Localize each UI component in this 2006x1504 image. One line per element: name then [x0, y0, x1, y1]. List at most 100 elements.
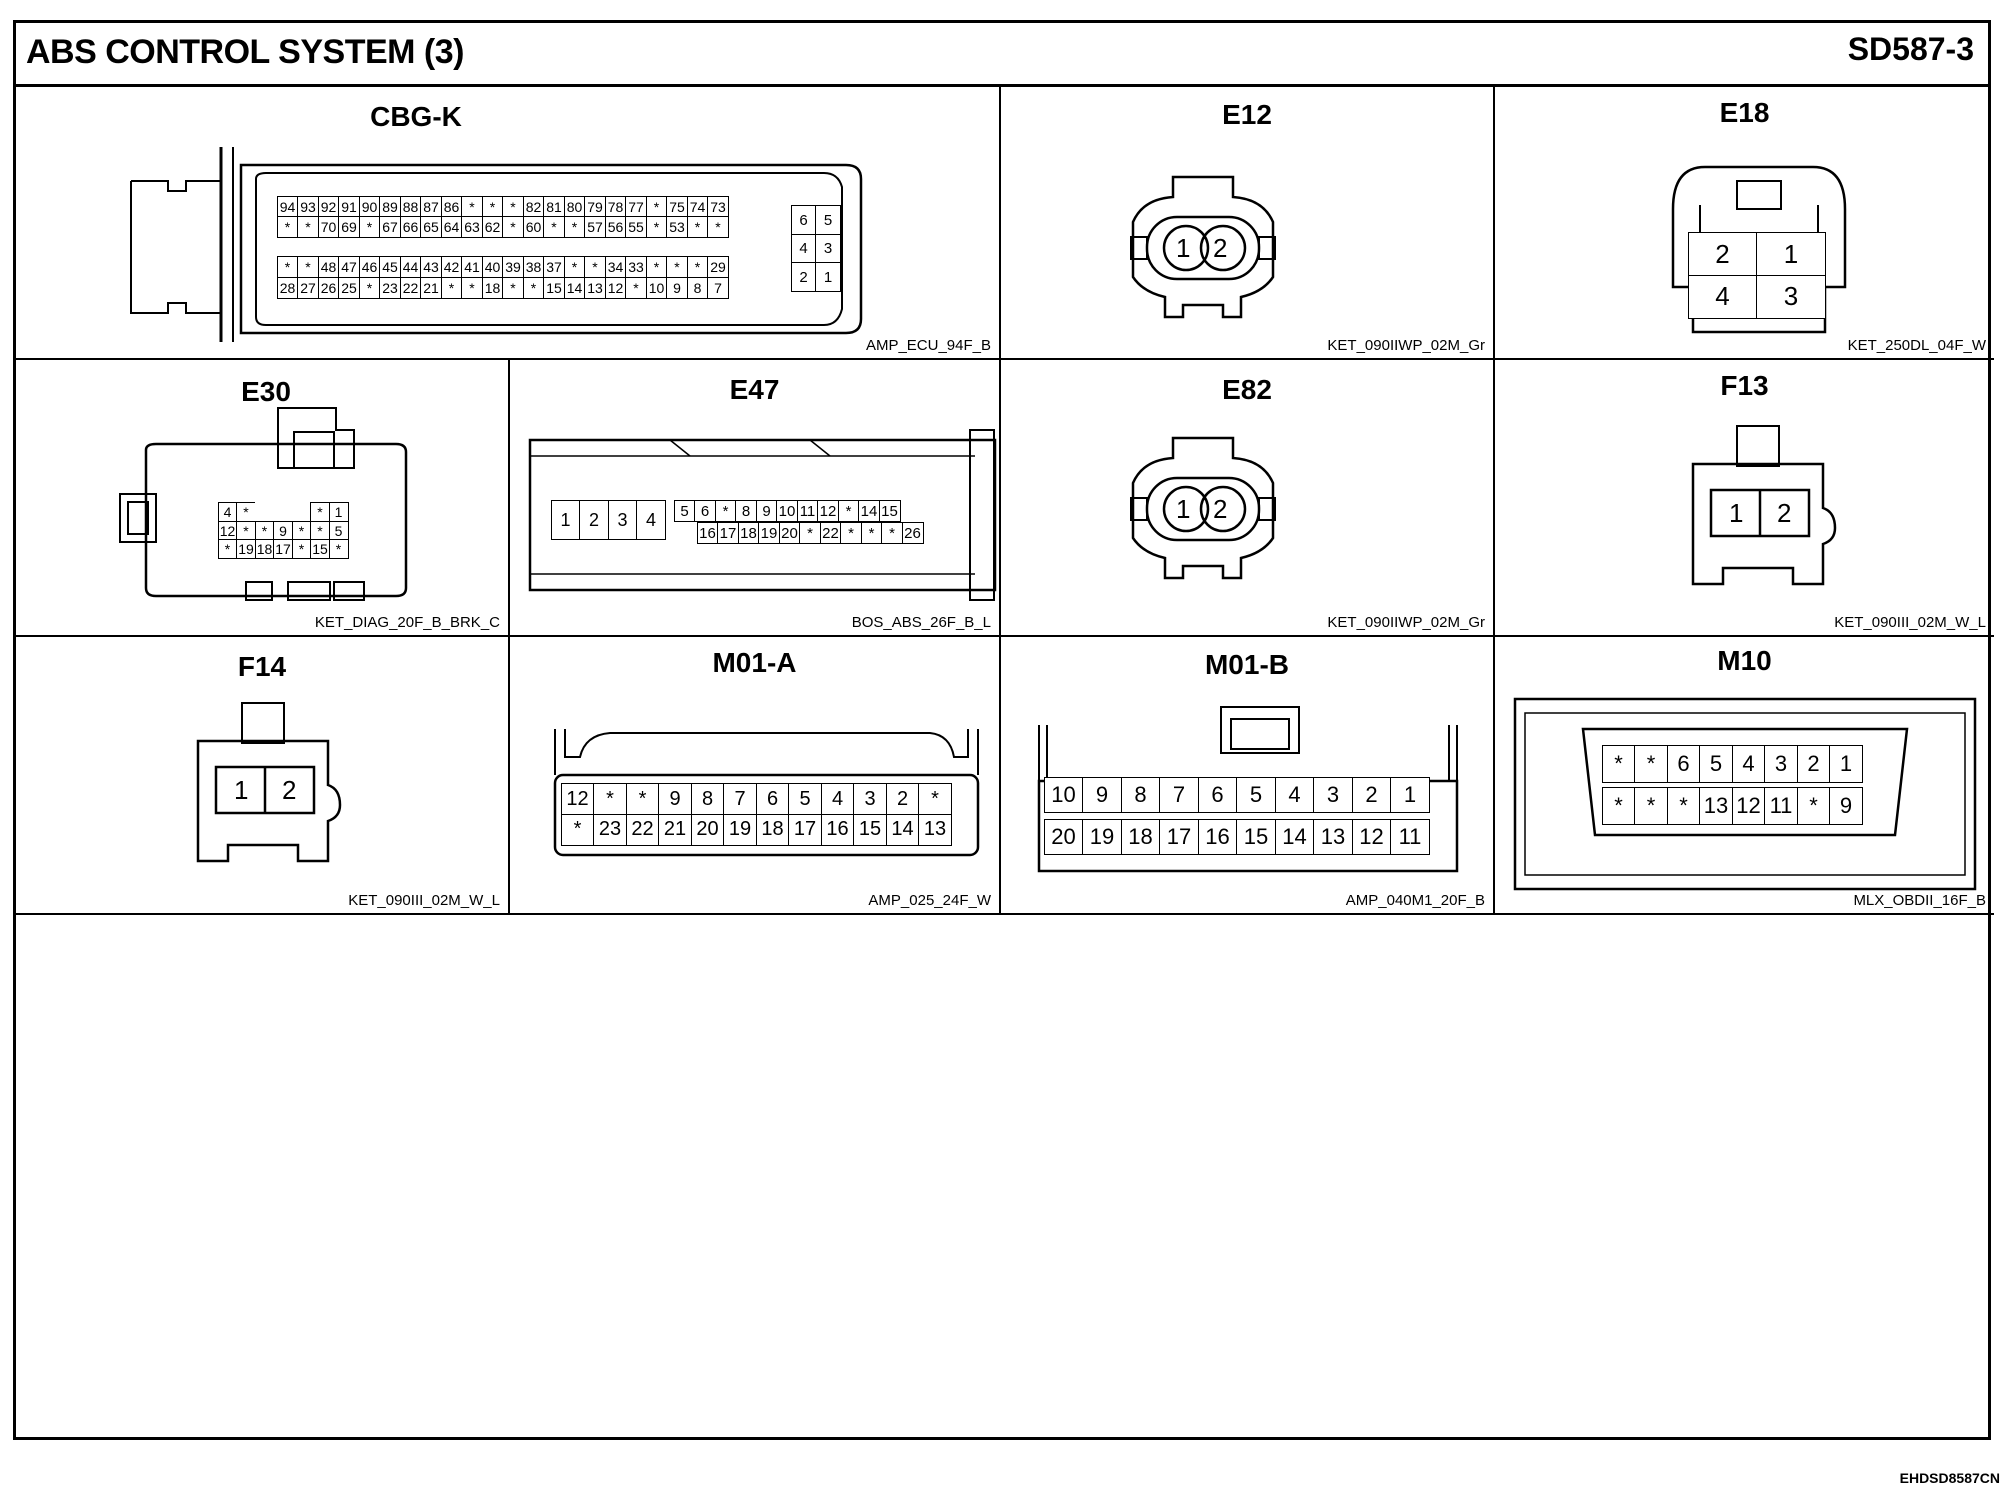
- pin: 5: [1236, 777, 1276, 813]
- pin: 43: [420, 256, 442, 278]
- connector-title: M01-A: [712, 647, 797, 678]
- pin: 40: [481, 256, 504, 278]
- connector-title: F14: [237, 651, 287, 682]
- pin-unused: *: [310, 520, 330, 541]
- pin-row: 12**9**5: [217, 520, 349, 541]
- pin: 13: [918, 813, 952, 846]
- pin: 29: [707, 256, 729, 278]
- connector-cell-e82: E82 1 2 KET_090IIWP_02M_Gr: [1001, 360, 1495, 637]
- pin: 12: [560, 783, 595, 815]
- pin: 4: [820, 783, 855, 815]
- pin: 5: [673, 500, 696, 522]
- connector-code: BOS_ABS_26F_B_L: [851, 614, 991, 631]
- pin-unused: *: [560, 813, 595, 846]
- pin: 3: [815, 233, 841, 264]
- pin: 64: [440, 216, 463, 238]
- pin: 62: [481, 216, 504, 238]
- pin-unused: *: [502, 216, 524, 238]
- pin: 4: [636, 500, 666, 540]
- pin: 3: [607, 500, 638, 540]
- pin: 17: [273, 539, 293, 559]
- pin: 18: [481, 276, 504, 299]
- pin-unused: *: [236, 520, 256, 541]
- connector-title: E82: [1222, 374, 1272, 405]
- pin: 1: [1756, 232, 1826, 276]
- pin: 9: [755, 500, 778, 522]
- pin: 11: [1764, 787, 1798, 825]
- pin: 38: [522, 256, 545, 278]
- pin: 26: [317, 276, 340, 299]
- pin: 9: [1829, 787, 1863, 825]
- pin: 20: [1043, 819, 1084, 855]
- pin: 70: [317, 216, 340, 238]
- pin: 57: [584, 216, 606, 238]
- pin-unused: *: [881, 522, 903, 544]
- pin: 14: [858, 500, 880, 522]
- pin: 33: [625, 256, 647, 278]
- pin: 42: [440, 256, 463, 278]
- pin: 44: [399, 256, 422, 278]
- pin: 16: [696, 522, 719, 544]
- pin: 19: [723, 813, 757, 846]
- pin-unused: *: [291, 520, 312, 541]
- pin-unused: *: [918, 783, 952, 815]
- pin: 45: [379, 256, 401, 278]
- pin: 7: [707, 276, 729, 299]
- pin: 12: [217, 520, 238, 541]
- connector-cell-f13: F13 1 2 KET_090III_02M_W_L: [1495, 360, 1994, 637]
- connector-title: E12: [1222, 99, 1272, 130]
- pin: 19: [1082, 819, 1122, 855]
- pin: 12: [604, 276, 627, 299]
- pin: 6: [1197, 777, 1238, 813]
- pin-2: 2: [1213, 233, 1228, 263]
- pin-unused: *: [276, 216, 299, 238]
- pin: 16: [1197, 819, 1238, 855]
- pin: 3: [1764, 745, 1798, 783]
- pin: 14: [885, 813, 920, 846]
- connector-title: M01-B: [1204, 649, 1289, 680]
- pin: 75: [666, 195, 688, 218]
- pin: 82: [522, 195, 545, 218]
- pin: 6: [790, 205, 817, 235]
- pin-unused: *: [840, 522, 862, 544]
- pin: 66: [399, 216, 422, 238]
- pin: 48: [317, 256, 340, 278]
- e47-housing: [528, 429, 997, 601]
- pin: 9: [273, 520, 293, 541]
- pin-unused: *: [563, 216, 586, 238]
- pin: 19: [236, 539, 256, 559]
- pin: 4: [790, 233, 817, 264]
- page-title: ABS CONTROL SYSTEM (3): [26, 33, 464, 71]
- e12-housing: [1130, 175, 1276, 319]
- pin: 78: [604, 195, 627, 218]
- pin-unused: *: [297, 216, 319, 238]
- pin-unused: *: [686, 256, 709, 278]
- pin-unused: *: [1666, 787, 1701, 825]
- pin-unused: *: [1796, 787, 1831, 825]
- pin-unused: *: [461, 195, 483, 218]
- pin: 6: [694, 500, 716, 522]
- pin: 89: [379, 195, 401, 218]
- pin: 3: [1313, 777, 1353, 813]
- pin-unused: *: [625, 276, 647, 299]
- pin: 18: [755, 813, 790, 846]
- pin-2: 2: [282, 775, 297, 805]
- pin: 10: [776, 500, 798, 522]
- pin-unused: *: [645, 216, 668, 238]
- pin-unused: *: [1601, 787, 1636, 825]
- pin-unused: *: [543, 216, 565, 238]
- pin: 47: [338, 256, 360, 278]
- pin: 20: [778, 522, 801, 544]
- pin: 12: [1731, 787, 1766, 825]
